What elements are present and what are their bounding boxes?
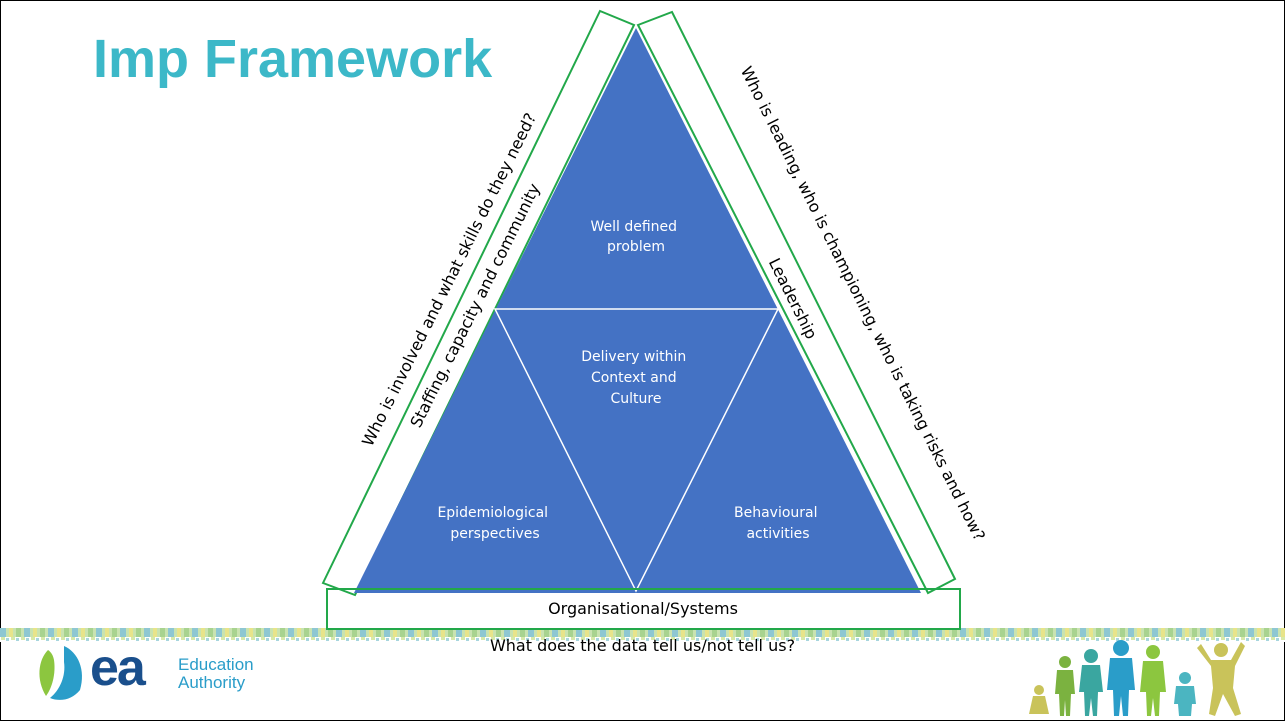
children-silhouettes-image (1025, 638, 1250, 718)
inner-inverted-triangle (493, 308, 780, 593)
label-top-line2: problem (607, 239, 665, 255)
base-frame (326, 588, 961, 630)
decorative-dot-band (0, 637, 1285, 642)
label-behavioural-activities: Behavioural activities (734, 505, 822, 542)
education-authority-logo: ea Education Authority (34, 640, 294, 704)
label-bl-line2: perspectives (450, 526, 539, 542)
label-center-line1: Delivery within (581, 349, 686, 365)
logo-mark: ea (90, 639, 146, 697)
label-delivery-context-culture: Delivery within Context and Culture (581, 349, 690, 407)
label-center-line3: Culture (611, 391, 662, 407)
right-frame (636, 10, 957, 595)
base-label: Organisational/Systems (548, 599, 738, 618)
main-triangle (354, 28, 921, 593)
label-epidemiological-perspectives: Epidemiological perspectives (437, 505, 552, 542)
label-br-line1: Behavioural (734, 505, 818, 521)
label-top-line1: Well defined (590, 219, 677, 235)
logo-name: Education Authority (178, 656, 254, 692)
label-br-line2: activities (746, 526, 809, 542)
logo-name-line1: Education (178, 655, 254, 674)
label-bl-line1: Epidemiological (437, 505, 548, 521)
bottom-question: What does the data tell us/not tell us? (489, 636, 796, 655)
label-center-line2: Context and (591, 370, 677, 386)
logo-name-line2: Authority (178, 673, 246, 692)
label-well-defined-problem: Well defined problem (590, 219, 681, 255)
left-frame (321, 9, 636, 597)
slide-title: Imp Framework (93, 29, 493, 89)
decorative-stripe-band (0, 628, 1285, 637)
logo-leaf-icon (39, 646, 83, 700)
